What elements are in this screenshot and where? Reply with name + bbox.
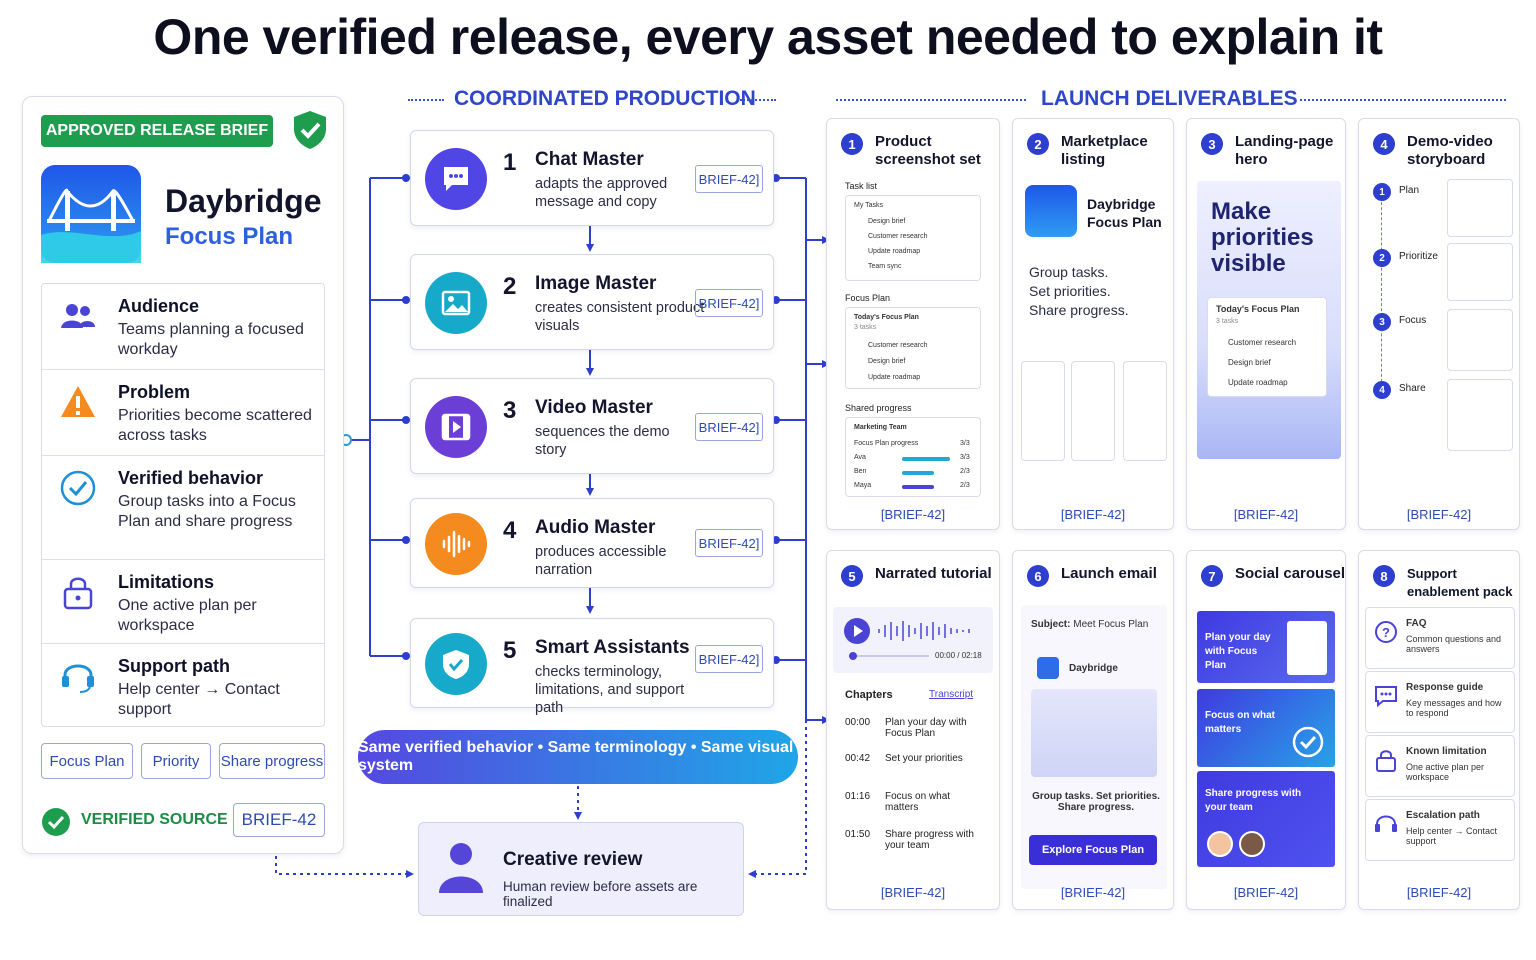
transcript-link[interactable]: Transcript bbox=[929, 689, 974, 700]
storyboard-frame bbox=[1447, 179, 1513, 237]
support-response-guide: Response guide Key messages and how to r… bbox=[1365, 671, 1515, 733]
question-icon: ? bbox=[1375, 621, 1397, 643]
app-name: Daybridge bbox=[165, 183, 322, 219]
deliverables-heading: LAUNCH DELIVERABLES bbox=[1041, 87, 1298, 110]
production-heading: COORDINATED PRODUCTION bbox=[454, 87, 756, 110]
task-list-mock: My Tasks Design brief Customer research … bbox=[845, 195, 981, 281]
storyboard-frame bbox=[1447, 309, 1513, 371]
section-verified-behavior: Verified behavior Group tasks into a Foc… bbox=[42, 456, 324, 560]
waveform-icon bbox=[878, 621, 970, 641]
deliverable-screenshot-set: 1 Product screenshot set Task list My Ta… bbox=[826, 118, 1000, 530]
creative-review-box: Creative review Human review before asse… bbox=[418, 822, 744, 916]
check-circle-icon bbox=[60, 470, 96, 506]
brief-sections: Audience Teams planning a focused workda… bbox=[41, 283, 325, 727]
storyboard-frame bbox=[1447, 379, 1513, 451]
agent-image-master: 2 Image Master creates consistent produc… bbox=[410, 254, 774, 350]
phone-mock bbox=[1123, 361, 1167, 461]
carousel-slide[interactable]: Focus on what matters bbox=[1197, 689, 1335, 767]
deliverable-landing-hero: 3 Landing-page hero Make priorities visi… bbox=[1186, 118, 1346, 530]
shield-check-icon bbox=[443, 650, 469, 679]
headset-icon bbox=[62, 664, 94, 693]
deliverable-storyboard: 4 Demo-video storyboard 1 Plan 2 Priorit… bbox=[1358, 118, 1520, 530]
review-text: Human review before assets are finalized bbox=[503, 879, 698, 909]
chip-share-progress[interactable]: Share progress bbox=[219, 743, 325, 779]
email-illustration bbox=[1031, 689, 1157, 777]
chip-priority[interactable]: Priority bbox=[141, 743, 211, 779]
deliverable-narrated-tutorial: 5 Narrated tutorial 00:00 / 02:18 Chapte… bbox=[826, 550, 1000, 910]
agent-chat-master: 1 Chat Master adapts the approved messag… bbox=[410, 130, 774, 226]
carousel-slide[interactable]: Share progress with your team bbox=[1197, 771, 1335, 867]
section-problem: Problem Priorities become scattered acro… bbox=[42, 370, 324, 456]
section-support-path: Support path Help center → Contact suppo… bbox=[42, 644, 324, 728]
carousel-slide[interactable]: Plan your day with Focus Plan bbox=[1197, 611, 1335, 683]
section-audience: Audience Teams planning a focused workda… bbox=[42, 284, 324, 370]
audio-player[interactable]: 00:00 / 02:18 bbox=[833, 607, 993, 673]
agent-brief-tag: BRIEF-42] bbox=[695, 165, 763, 193]
warning-icon bbox=[61, 386, 95, 417]
app-logo-small bbox=[1025, 185, 1077, 237]
hero-mock: Make priorities visible Today's Focus Pl… bbox=[1197, 181, 1341, 459]
verified-check-icon bbox=[42, 808, 70, 836]
bridge-icon bbox=[41, 188, 141, 263]
email-mock: Subject: Meet Focus Plan Daybridge Group… bbox=[1021, 605, 1167, 889]
agent-brief-tag: BRIEF-42] bbox=[695, 529, 763, 557]
agent-brief-tag: BRIEF-42] bbox=[695, 645, 763, 673]
avatar bbox=[1207, 831, 1233, 857]
lock-icon bbox=[1376, 750, 1396, 772]
film-icon bbox=[441, 413, 471, 441]
check-circle-icon bbox=[1292, 726, 1324, 758]
lock-icon bbox=[63, 577, 93, 610]
headset-icon bbox=[1375, 815, 1397, 832]
agent-smart-assistants: 5 Smart Assistants checks terminology, l… bbox=[410, 618, 774, 716]
support-known-limitation: Known limitation One active plan per wor… bbox=[1365, 735, 1515, 797]
people-icon bbox=[61, 304, 95, 328]
explore-button[interactable]: Explore Focus Plan bbox=[1029, 835, 1157, 865]
chat-dots-icon bbox=[1375, 686, 1397, 708]
verified-source-label: VERIFIED SOURCE bbox=[81, 811, 228, 828]
shared-progress-mock: Marketing Team Focus Plan progress 3/3 A… bbox=[845, 417, 981, 497]
agent-brief-tag: BRIEF-42] bbox=[695, 289, 763, 317]
review-title: Creative review bbox=[503, 849, 643, 870]
app-logo bbox=[41, 165, 141, 263]
agent-video-master: 3 Video Master sequences the demo story … bbox=[410, 378, 774, 474]
svg-text:?: ? bbox=[1382, 625, 1390, 640]
deliverable-social-carousel: 7 Social carousel Plan your day with Foc… bbox=[1186, 550, 1346, 910]
agent-brief-tag: BRIEF-42] bbox=[695, 413, 763, 441]
page-title: One verified release, every asset needed… bbox=[153, 9, 1383, 65]
brief-id-chip: BRIEF-42 bbox=[233, 803, 325, 837]
waveform-icon bbox=[442, 530, 471, 558]
consistency-banner: Same verified behavior • Same terminolog… bbox=[358, 730, 798, 784]
shield-check-icon bbox=[294, 111, 326, 149]
phone-mock bbox=[1021, 361, 1065, 461]
deliverable-support-pack: 8 Support enablement pack ? FAQ Common q… bbox=[1358, 550, 1520, 910]
app-subtitle: Focus Plan bbox=[165, 223, 294, 250]
support-faq: ? FAQ Common questions and answers bbox=[1365, 607, 1515, 669]
deliverable-launch-email: 6 Launch email Subject: Meet Focus Plan … bbox=[1012, 550, 1174, 910]
app-logo-tiny bbox=[1037, 657, 1059, 679]
person-icon bbox=[439, 843, 483, 893]
play-icon[interactable] bbox=[843, 617, 871, 645]
approved-badge: APPROVED RELEASE BRIEF bbox=[41, 115, 273, 147]
support-escalation: Escalation path Help center → Contact su… bbox=[1365, 799, 1515, 861]
chip-focus-plan[interactable]: Focus Plan bbox=[41, 743, 133, 779]
avatar bbox=[1239, 831, 1265, 857]
phone-mock bbox=[1071, 361, 1115, 461]
focus-plan-mock: Today's Focus Plan 3 tasks Customer rese… bbox=[845, 307, 981, 389]
storyboard-frame bbox=[1447, 243, 1513, 301]
section-limitations: Limitations One active plan per workspac… bbox=[42, 560, 324, 644]
chat-bubble-icon bbox=[444, 167, 468, 191]
image-icon bbox=[441, 290, 471, 316]
agent-audio-master: 4 Audio Master produces accessible narra… bbox=[410, 498, 774, 588]
release-brief-card: APPROVED RELEASE BRIEF Daybridge Focus P… bbox=[22, 96, 344, 854]
